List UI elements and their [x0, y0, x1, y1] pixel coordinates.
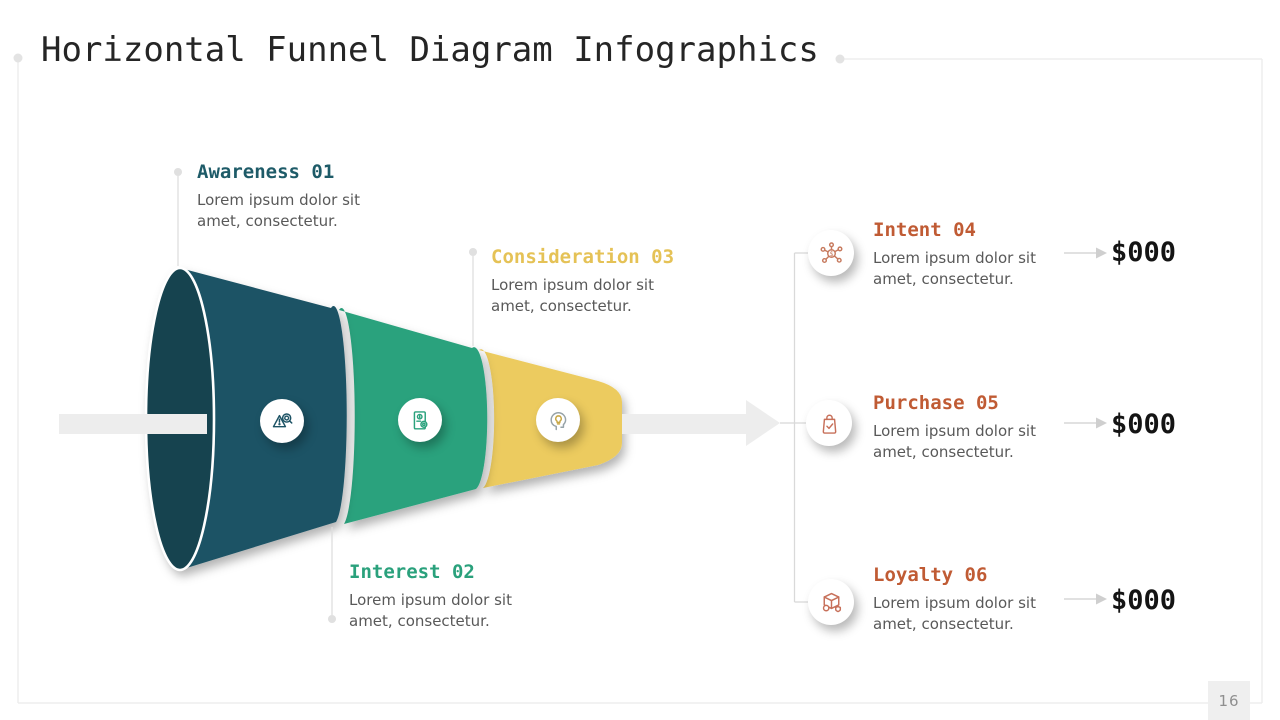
svg-text:$: $ — [829, 249, 833, 257]
loyalty-icon-circle — [808, 579, 854, 625]
stage-title-purchase: Purchase 05 — [873, 392, 999, 414]
stage-label-intent: Intent 04 Lorem ipsum dolor sit amet, co… — [873, 219, 1059, 289]
frame-dot-top — [835, 54, 845, 64]
warning-search-icon — [272, 412, 292, 427]
purchase-icon-circle — [806, 400, 852, 446]
stage-title-loyalty: Loyalty 06 — [873, 564, 988, 586]
stage-title-consideration: Consideration 03 — [491, 246, 675, 268]
stage-desc-purchase: Lorem ipsum dolor sit amet, consectetur. — [873, 422, 1036, 461]
stage-desc-intent: Lorem ipsum dolor sit amet, consectetur. — [873, 249, 1036, 288]
stage-title-intent: Intent 04 — [873, 219, 976, 241]
value-arrows — [1064, 247, 1107, 605]
stage-desc-consideration: Lorem ipsum dolor sit amet, consectetur. — [491, 276, 654, 315]
stage-desc-loyalty: Lorem ipsum dolor sit amet, consectetur. — [873, 594, 1036, 633]
flow-arrow-body — [622, 414, 748, 434]
document-gear-icon — [413, 410, 428, 430]
package-box-icon — [822, 592, 841, 612]
funnel-cone — [144, 266, 622, 572]
label-leader-lines — [177, 176, 474, 615]
flow-arrow — [59, 400, 780, 446]
head-bulb-icon — [549, 411, 566, 430]
consideration-icon-circle — [536, 398, 580, 442]
flow-arrow-tail — [59, 414, 207, 434]
frame-dot-left — [13, 53, 23, 63]
slide-frame — [17, 58, 1263, 704]
leader-dot-awareness — [174, 168, 182, 176]
stage-desc-awareness: Lorem ipsum dolor sit amet, consectetur. — [197, 191, 360, 230]
shopping-bag-icon — [822, 414, 836, 434]
page-title: Horizontal Funnel Diagram Infographics — [41, 30, 819, 70]
value-intent: $000 — [1111, 237, 1177, 268]
stage-title-interest: Interest 02 — [349, 561, 475, 583]
awareness-icon-circle — [260, 399, 304, 443]
leader-dot-interest — [328, 615, 336, 623]
flow-arrow-head — [746, 400, 780, 446]
page-number-badge: 16 — [1208, 681, 1250, 720]
stage-label-interest: Interest 02 Lorem ipsum dolor sit amet, … — [349, 561, 535, 631]
value-purchase: $000 — [1111, 409, 1177, 440]
intent-icon-circle: $ — [808, 230, 854, 276]
stage-label-consideration: Consideration 03 Lorem ipsum dolor sit a… — [491, 246, 677, 316]
leader-dot-consideration — [469, 248, 477, 256]
stage-label-awareness: Awareness 01 Lorem ipsum dolor sit amet,… — [197, 161, 383, 231]
stage-desc-interest: Lorem ipsum dolor sit amet, consectetur. — [349, 591, 512, 630]
value-loyalty: $000 — [1111, 585, 1177, 616]
stage-title-awareness: Awareness 01 — [197, 161, 335, 183]
network-dollar-icon: $ — [820, 241, 842, 263]
interest-icon-circle — [398, 398, 442, 442]
stage-label-loyalty: Loyalty 06 Lorem ipsum dolor sit amet, c… — [873, 564, 1059, 634]
page-number: 16 — [1218, 691, 1240, 710]
stage-label-purchase: Purchase 05 Lorem ipsum dolor sit amet, … — [873, 392, 1059, 462]
outcome-connectors — [780, 252, 808, 603]
